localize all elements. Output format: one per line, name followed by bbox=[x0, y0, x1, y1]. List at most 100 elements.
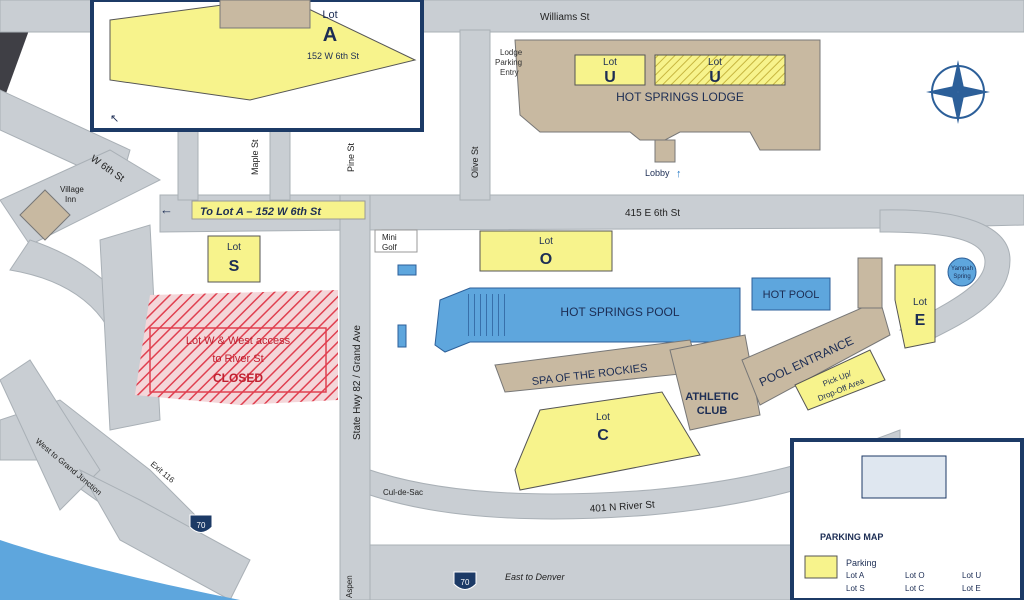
pine-st-label: Pine St bbox=[346, 142, 356, 172]
hot-springs-pool: HOT SPRINGS POOL bbox=[434, 287, 741, 353]
yampah-spring-icon bbox=[947, 257, 977, 287]
legend-parking-label: Parking bbox=[846, 558, 877, 568]
legend-lot-c: Lot C bbox=[905, 584, 924, 593]
hwy-82-label: State Hwy 82 / Grand Ave bbox=[352, 325, 363, 440]
lot-a-title: Lot bbox=[322, 9, 337, 21]
lot-o-letter: O bbox=[540, 251, 552, 268]
small-pool-1 bbox=[397, 264, 417, 276]
athletic-building bbox=[669, 334, 761, 431]
lot-u-2-title: Lot bbox=[708, 57, 722, 68]
lot-w-closed-area: Lot W & West access to River St CLOSED bbox=[135, 290, 338, 405]
lot-s-title: Lot bbox=[227, 242, 241, 253]
closed-label-2: to River St bbox=[212, 353, 263, 365]
legend-lot-u: Lot U bbox=[962, 571, 981, 580]
pine-st-road bbox=[269, 129, 291, 201]
pool-entrance-building bbox=[741, 299, 891, 406]
lodge-logo-icon bbox=[861, 455, 947, 499]
athletic-label-1: ATHLETIC bbox=[685, 391, 739, 403]
legend-lot-a: Lot A bbox=[846, 571, 865, 580]
legend-lot-s: Lot S bbox=[846, 584, 865, 593]
lot-o[interactable]: Lot O bbox=[479, 230, 613, 272]
maple-st-label: Maple St bbox=[250, 139, 260, 175]
lodge-entry-label-2: Parking bbox=[495, 58, 522, 67]
to-lot-a-banner: ← To Lot A – 152 W 6th St bbox=[160, 200, 366, 220]
lot-o-area[interactable] bbox=[479, 230, 613, 272]
hot-springs-lodge: Lot U Lot U HOT SPRINGS LODGE Lobby ↑ bbox=[514, 39, 821, 180]
lot-c-title: Lot bbox=[596, 412, 610, 423]
lot-a-building bbox=[219, 0, 311, 29]
interstate-70-label-2: 70 bbox=[461, 578, 470, 587]
west-ramp bbox=[0, 359, 101, 511]
hot-pool: HOT POOL bbox=[751, 277, 831, 311]
closed-label-1: Lot W & West access bbox=[186, 335, 291, 347]
lobby-label: Lobby bbox=[645, 168, 670, 178]
lodge-entry-label-1: Lodge bbox=[500, 48, 523, 57]
village-inn-label-2: Inn bbox=[65, 195, 76, 204]
river-water bbox=[0, 540, 240, 600]
closed-hatch bbox=[135, 290, 338, 405]
lot-u-2-letter: U bbox=[709, 69, 721, 86]
arrow-left-icon: ← bbox=[160, 202, 173, 217]
arrow-up-icon: ↑ bbox=[676, 168, 682, 180]
arrow-left-icon: ↖ bbox=[110, 113, 119, 125]
interstate-70-shield-2: 70 bbox=[453, 571, 477, 590]
pool-water bbox=[434, 287, 741, 353]
east-denver-label: East to Denver bbox=[505, 572, 566, 582]
village-inn-label-1: Village bbox=[60, 185, 84, 194]
lot-e-area[interactable] bbox=[894, 264, 936, 349]
lodge-entry-label-3: Entry bbox=[500, 68, 519, 77]
hot-pool-label: HOT POOL bbox=[763, 289, 820, 301]
e-6th-st-label: 415 E 6th St bbox=[625, 208, 680, 219]
compass-icon bbox=[926, 60, 990, 124]
i70-west-road bbox=[78, 468, 251, 600]
lot-e-letter: E bbox=[915, 312, 926, 329]
lot-u-2-area[interactable] bbox=[654, 54, 786, 86]
small-pool-2 bbox=[397, 324, 407, 348]
lot-e[interactable]: Lot E bbox=[894, 264, 936, 349]
lot-s-area[interactable] bbox=[207, 235, 261, 283]
legend-lot-e: Lot E bbox=[962, 584, 981, 593]
olive-st-road bbox=[459, 29, 491, 201]
mini-golf: Mini Golf bbox=[374, 229, 418, 253]
lot-a-area[interactable] bbox=[109, 0, 417, 101]
lot-s-letter: S bbox=[229, 258, 240, 275]
lot-a-letter: A bbox=[323, 24, 337, 46]
yampah-label-2: Spring bbox=[953, 274, 970, 280]
interstate-70-shield-1: 70 bbox=[189, 514, 213, 533]
closed-label-3: CLOSED bbox=[213, 371, 263, 385]
lot-a-panel: Lot A 152 W 6th St ↖ bbox=[90, 0, 424, 132]
olive-st-label: Olive St bbox=[470, 146, 480, 178]
legend-title: PARKING MAP bbox=[820, 532, 883, 542]
to-lot-a-label: To Lot A – 152 W 6th St bbox=[200, 206, 322, 218]
lot-a-address: 152 W 6th St bbox=[307, 51, 360, 61]
cul-de-sac-label: Cul-de-Sac bbox=[383, 488, 423, 497]
pool-steps bbox=[465, 294, 505, 336]
athletic-label-2: CLUB bbox=[697, 405, 728, 417]
aspen-label: Aspen bbox=[345, 575, 354, 598]
mini-golf-label-1: Mini bbox=[382, 233, 397, 242]
legend-parking-swatch bbox=[804, 555, 838, 579]
mini-golf-label-2: Golf bbox=[382, 243, 397, 252]
lot-u-1-title: Lot bbox=[603, 57, 617, 68]
hwy-82-road bbox=[339, 194, 371, 600]
village-inn: Village Inn bbox=[19, 185, 84, 241]
lobby-block bbox=[654, 139, 676, 163]
lot-u-1-letter: U bbox=[604, 69, 616, 86]
legend-panel: PARKING MAP Parking Lot A Lot S Lot O Lo… bbox=[790, 438, 1024, 600]
lot-s[interactable]: Lot S bbox=[207, 235, 261, 283]
lot-c-area[interactable] bbox=[514, 391, 701, 491]
lodge-label: HOT SPRINGS LODGE bbox=[616, 90, 744, 104]
lot-u-1-area[interactable] bbox=[574, 54, 646, 86]
river-st-label: 401 N River St bbox=[589, 499, 655, 515]
interstate-70-label-1: 70 bbox=[197, 521, 206, 530]
hot-springs-pool-label: HOT SPRINGS POOL bbox=[560, 305, 679, 319]
lot-e-title: Lot bbox=[913, 297, 927, 308]
lot-c[interactable]: Lot C bbox=[514, 391, 701, 491]
maple-st-road bbox=[177, 129, 199, 201]
yampah-label-1: Yampah bbox=[951, 266, 973, 272]
east-building bbox=[857, 257, 883, 309]
williams-st-label: Williams St bbox=[540, 12, 590, 23]
lot-c-letter: C bbox=[597, 427, 609, 444]
